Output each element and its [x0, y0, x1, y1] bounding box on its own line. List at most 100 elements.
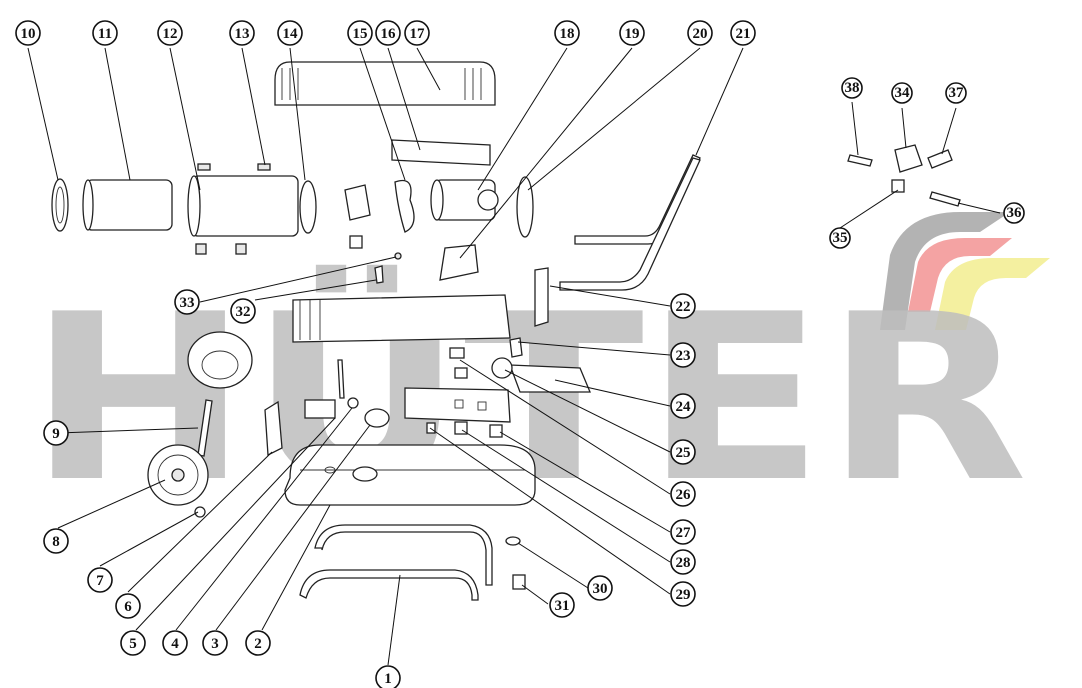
svg-text:18: 18 — [560, 26, 575, 42]
callout-23: 23 — [670, 342, 696, 368]
part-wheel-back — [187, 331, 253, 389]
svg-text:29: 29 — [676, 587, 691, 603]
callout-19: 19 — [619, 20, 645, 46]
callout-22: 22 — [670, 293, 696, 319]
logo-red-swoosh — [908, 238, 1012, 312]
callout-17: 17 — [404, 20, 430, 46]
part-top-cover — [274, 61, 496, 106]
svg-text:16: 16 — [381, 26, 397, 42]
callout-8: 8 — [43, 528, 69, 554]
svg-text:4: 4 — [171, 636, 179, 652]
svg-text:23: 23 — [676, 348, 691, 364]
part-pump — [491, 357, 513, 379]
svg-text:15: 15 — [353, 26, 368, 42]
part-drain-plug — [512, 574, 526, 590]
part-fan-guard — [516, 176, 534, 238]
svg-text:5: 5 — [129, 636, 137, 652]
part-lower-shell — [292, 294, 511, 343]
part-axle — [197, 399, 213, 457]
svg-text:19: 19 — [625, 26, 640, 42]
svg-text:12: 12 — [163, 26, 178, 42]
svg-text:25: 25 — [676, 445, 691, 461]
part-combustion-chamber-inner — [82, 179, 173, 231]
svg-text:24: 24 — [676, 399, 692, 415]
part-fan-assembly — [344, 179, 415, 249]
callout-30: 30 — [587, 575, 613, 601]
svg-text:6: 6 — [124, 599, 132, 615]
callout-15: 15 — [347, 20, 373, 46]
part-fuel-tank — [284, 444, 536, 506]
callout-33: 33 — [174, 289, 200, 315]
part-motor — [430, 179, 499, 221]
svg-text:34: 34 — [895, 85, 911, 101]
callout-6: 6 — [115, 593, 141, 619]
svg-text:1: 1 — [384, 671, 392, 687]
callout-2: 2 — [245, 630, 271, 656]
svg-text:11: 11 — [98, 26, 112, 42]
svg-text:17: 17 — [410, 26, 426, 42]
callout-3: 3 — [202, 630, 228, 656]
callout-32: 32 — [230, 298, 256, 324]
callout-34: 34 — [891, 82, 913, 104]
svg-text:8: 8 — [52, 534, 60, 550]
callout-13: 13 — [229, 20, 255, 46]
part-motor-bracket — [439, 244, 479, 281]
svg-text:21: 21 — [736, 26, 751, 42]
callout-26: 26 — [670, 481, 696, 507]
svg-text:9: 9 — [52, 426, 60, 442]
part-left-bracket — [264, 400, 283, 457]
callout-29: 29 — [670, 581, 696, 607]
callout-36: 36 — [1003, 202, 1025, 224]
logo-grey-swoosh — [880, 212, 1010, 330]
part-screw — [394, 252, 402, 260]
callout-21: 21 — [730, 20, 756, 46]
callout-27: 27 — [670, 519, 696, 545]
part-handle — [559, 154, 701, 291]
callout-31: 31 — [549, 592, 575, 618]
part-rear-plate — [299, 180, 317, 234]
svg-text:32: 32 — [236, 304, 251, 320]
callout-4: 4 — [162, 630, 188, 656]
callout-9: 9 — [43, 420, 69, 446]
callout-28: 28 — [670, 549, 696, 575]
svg-text:31: 31 — [555, 598, 570, 614]
callout-24: 24 — [670, 393, 696, 419]
svg-text:38: 38 — [845, 80, 860, 96]
callout-16: 16 — [375, 20, 401, 46]
svg-text:3: 3 — [211, 636, 219, 652]
part-base-frame — [299, 524, 493, 601]
svg-text:2: 2 — [254, 636, 262, 652]
part-side-bracket — [534, 267, 549, 327]
brand-logo-mark — [880, 212, 1050, 330]
part-valve — [304, 359, 345, 419]
parts — [51, 61, 961, 601]
svg-text:26: 26 — [676, 487, 692, 503]
part-front-grill — [51, 178, 69, 232]
logo-yellow-swoosh — [935, 258, 1050, 330]
svg-text:37: 37 — [949, 85, 965, 101]
svg-text:13: 13 — [235, 26, 250, 42]
callout-20: 20 — [687, 20, 713, 46]
callout-11: 11 — [92, 20, 118, 46]
part-o-ring — [347, 397, 359, 409]
svg-text:30: 30 — [593, 581, 608, 597]
part-washer — [505, 536, 521, 546]
part-ignitor-lead — [509, 337, 523, 358]
svg-text:14: 14 — [283, 26, 299, 42]
leader-lines — [27, 47, 1001, 666]
svg-text:27: 27 — [676, 525, 692, 541]
svg-text:10: 10 — [21, 26, 36, 42]
part-control-panel — [404, 387, 511, 423]
svg-text:28: 28 — [676, 555, 691, 571]
callout-5: 5 — [120, 630, 146, 656]
part-top-strip — [391, 139, 491, 166]
svg-text:22: 22 — [676, 299, 691, 315]
callout-10: 10 — [15, 20, 41, 46]
callout-38: 38 — [841, 77, 863, 99]
callout-1: 1 — [375, 665, 401, 688]
part-ignitor-inset — [847, 144, 961, 207]
callout-18: 18 — [554, 20, 580, 46]
part-fuel-cap — [364, 408, 390, 428]
callout-35: 35 — [829, 227, 851, 249]
